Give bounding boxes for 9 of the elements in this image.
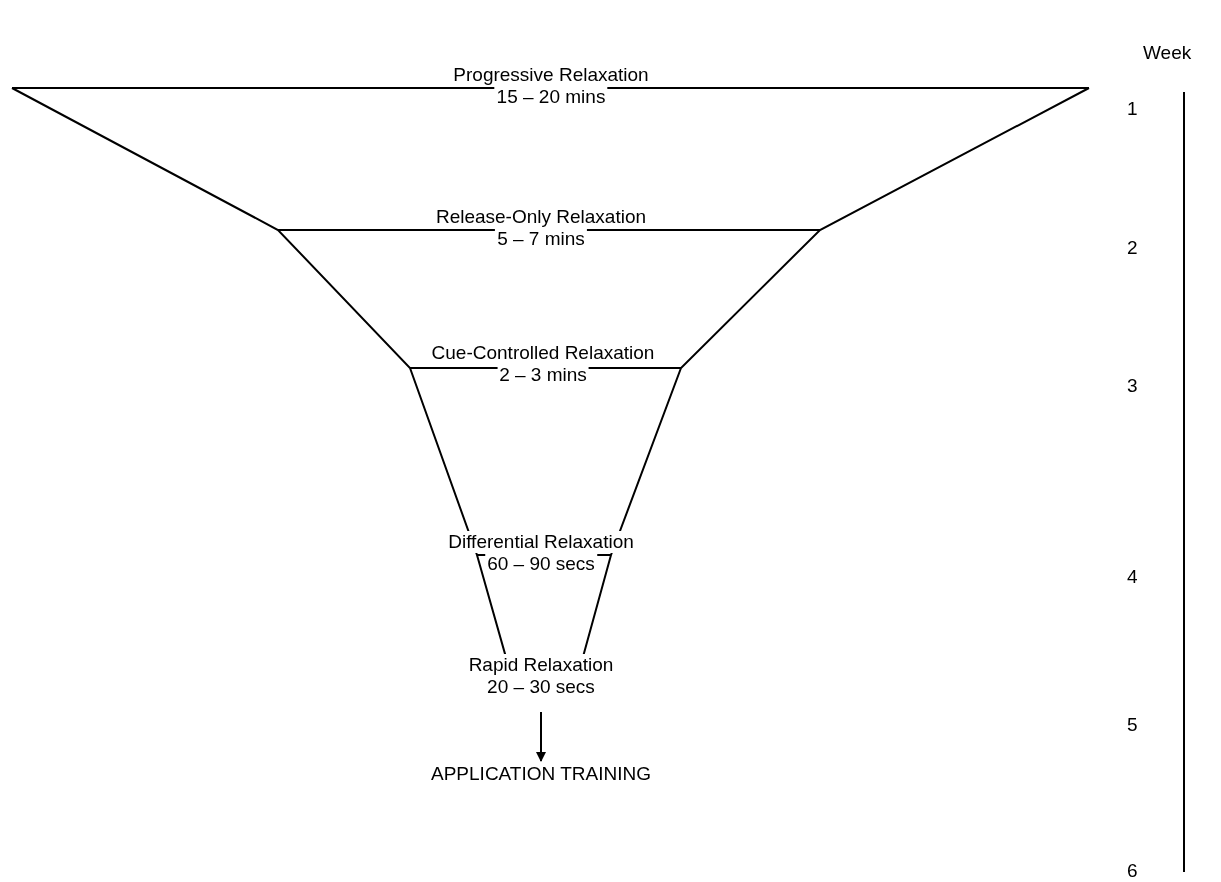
- week-number: 3: [1127, 375, 1138, 397]
- week-number: 2: [1127, 237, 1138, 259]
- week-number: 1: [1127, 98, 1138, 120]
- arrow: [536, 711, 546, 762]
- stage-name: Differential Relaxation: [446, 531, 636, 553]
- axis-title: Week: [1143, 42, 1192, 64]
- week-number: 4: [1127, 566, 1138, 588]
- week-number: 6: [1127, 860, 1138, 882]
- week-number: 5: [1127, 714, 1138, 736]
